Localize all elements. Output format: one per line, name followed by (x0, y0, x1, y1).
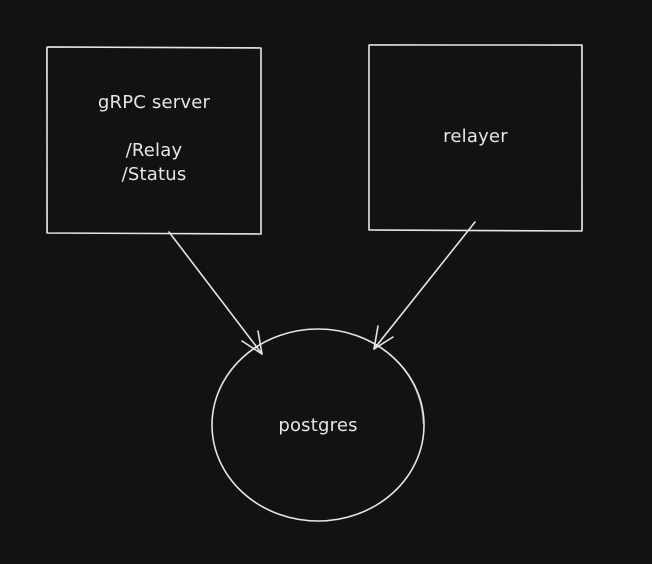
postgres-label: postgres (278, 415, 358, 436)
relayer-label: relayer (443, 126, 508, 147)
postgres-ellipse-sketch (317, 328, 424, 425)
grpc-server-title: gRPC server (97, 92, 211, 113)
arrow-grpc-to-postgres (168, 231, 263, 355)
arrow-relayer-to-postgres (373, 221, 476, 350)
grpc-server-label: gRPC server /Relay /Status (47, 91, 261, 187)
grpc-endpoint-relay: /Relay (125, 140, 183, 161)
grpc-server-spacer (47, 115, 261, 139)
grpc-server-box-sketch (46, 46, 261, 233)
grpc-endpoint-status: /Status (121, 164, 187, 185)
arrow-relayer-to-postgres-head (373, 325, 394, 350)
arrow-grpc-to-postgres-head (241, 330, 263, 355)
relayer-box-sketch (369, 44, 583, 231)
